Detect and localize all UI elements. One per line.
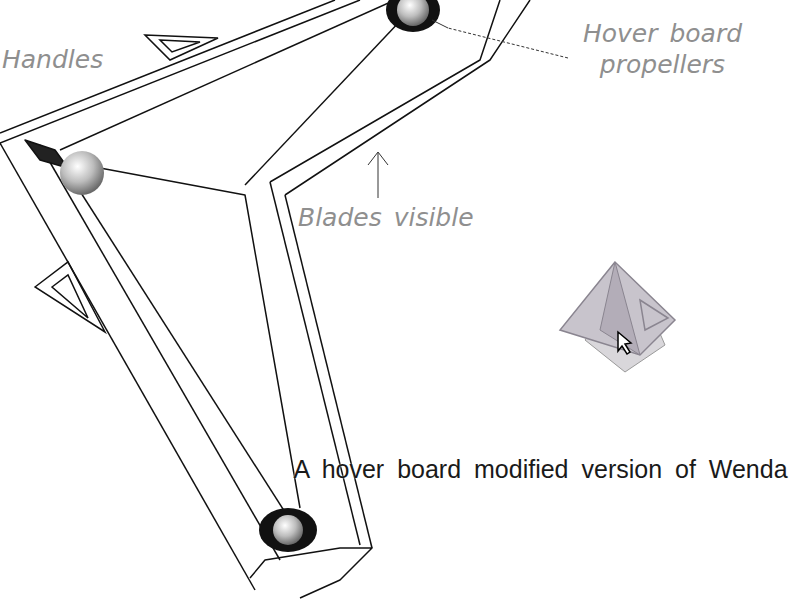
propeller-ball bbox=[397, 0, 429, 26]
frame-edge bbox=[250, 548, 372, 598]
frame-edge bbox=[285, 195, 372, 548]
frame-edge bbox=[270, 182, 360, 545]
propeller-ring bbox=[259, 508, 317, 552]
icon-face bbox=[600, 262, 640, 355]
propeller-ball bbox=[60, 151, 104, 195]
icon-face bbox=[640, 300, 668, 330]
leader-lines bbox=[368, 20, 568, 198]
board-frame bbox=[0, 0, 530, 598]
frame-edge bbox=[0, 143, 255, 590]
leader-arrow bbox=[368, 152, 388, 165]
leader-line bbox=[432, 20, 448, 28]
frame-edge bbox=[270, 0, 500, 182]
frame-edge bbox=[60, 0, 395, 150]
leader-line bbox=[378, 153, 379, 198]
frame-edge bbox=[100, 168, 300, 508]
callout-label: Blades visible bbox=[298, 202, 474, 233]
propeller-ball bbox=[273, 515, 303, 545]
handle-triangle bbox=[52, 275, 88, 318]
handle-triangle bbox=[35, 262, 105, 332]
frame-edge bbox=[40, 145, 280, 560]
figure-caption: A hover board modified version of Wenda bbox=[288, 453, 793, 486]
mouse-cursor bbox=[618, 332, 631, 354]
frame-edge bbox=[60, 160, 290, 520]
handle-triangle bbox=[160, 40, 200, 52]
handle-triangle bbox=[145, 35, 218, 60]
part-label: Handles bbox=[2, 44, 103, 75]
callout-label: Hover board propellers bbox=[560, 18, 765, 81]
icon-pyramid bbox=[560, 262, 675, 355]
handle-symbols bbox=[35, 35, 218, 332]
propeller-ring bbox=[386, 0, 440, 32]
frame-edge bbox=[0, 0, 335, 133]
frame-joint bbox=[25, 140, 68, 168]
frame-edge bbox=[245, 0, 420, 185]
leader-line bbox=[448, 28, 568, 58]
cursor-icon bbox=[560, 262, 675, 372]
